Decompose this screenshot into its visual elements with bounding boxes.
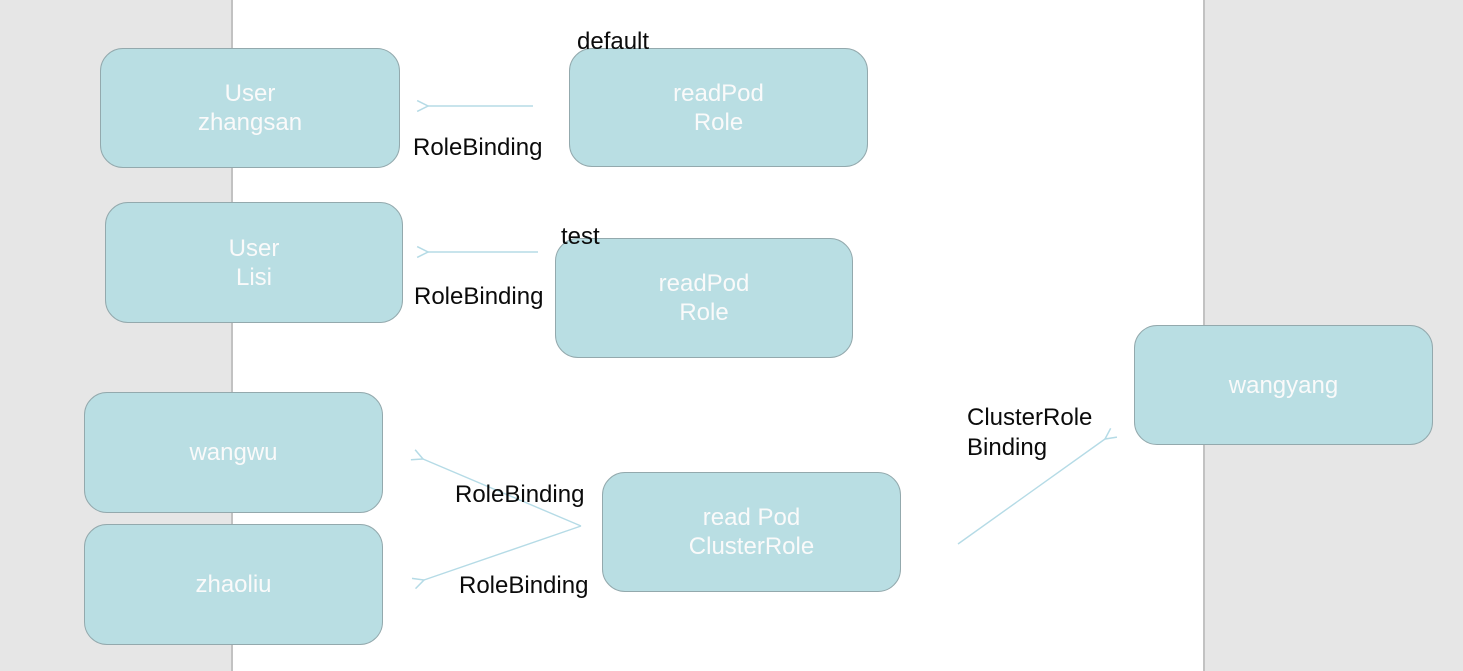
edge-label-rolebinding-1: RoleBinding xyxy=(413,134,543,161)
edge-label-line: ClusterRole xyxy=(967,404,1093,431)
node-text-line: zhangsan xyxy=(197,109,303,136)
node-text-line: readPod xyxy=(673,79,764,107)
namespace-label-default: default xyxy=(577,28,650,55)
edge-label-rolebinding-4: RoleBinding xyxy=(459,572,589,599)
node-text-line: Role xyxy=(693,108,744,136)
edge-label-clusterrolebinding: ClusterRole Binding xyxy=(967,403,1092,463)
node-text-line: User xyxy=(228,234,280,262)
node-text-line: ClusterRole xyxy=(688,533,815,560)
namespace-label-test: test xyxy=(561,223,600,250)
node-text-line: readPod xyxy=(658,270,750,297)
node-text-line: Lisi xyxy=(235,263,272,291)
node-text-line: User xyxy=(224,80,276,107)
node-text-line: wangyang xyxy=(1228,371,1339,399)
node-text-line: read Pod xyxy=(702,504,801,531)
edge-label-rolebinding-3: RoleBinding xyxy=(455,481,585,508)
node-readpod-clusterrole: read Pod ClusterRole xyxy=(602,472,901,592)
edge-label-line: Binding xyxy=(967,434,1048,461)
edge-label-rolebinding-2: RoleBinding xyxy=(414,283,544,310)
node-text-line: Role xyxy=(679,299,729,326)
node-user-wangyang: wangyang xyxy=(1134,325,1433,445)
node-user-lisi: User Lisi xyxy=(105,202,403,323)
node-user-wangwu: wangwu xyxy=(84,392,383,513)
node-user-zhaoliu: zhaoliu xyxy=(84,524,383,645)
node-text-line: wangwu xyxy=(189,439,278,466)
node-readpod-role-default: readPod Role xyxy=(569,48,868,167)
node-readpod-role-test: readPod Role xyxy=(555,238,853,358)
node-user-zhangsan: User zhangsan xyxy=(100,48,400,168)
node-text-line: zhaoliu xyxy=(195,571,272,598)
